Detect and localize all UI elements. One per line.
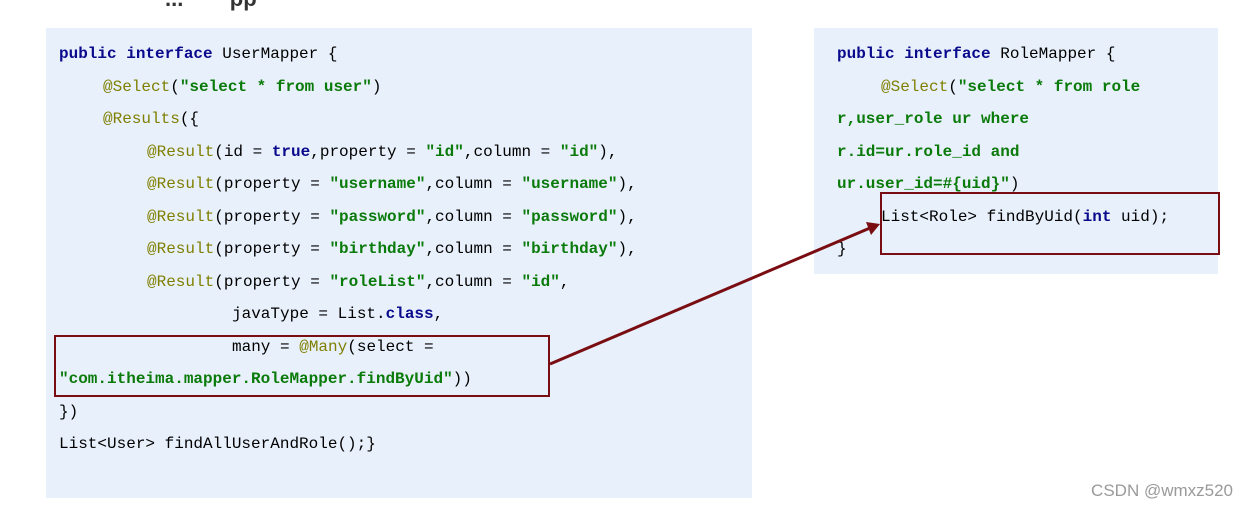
code-keyword: true <box>271 143 311 161</box>
code-annotation: @Many <box>299 338 348 356</box>
connector-arrow-line <box>549 226 871 366</box>
code-text: ,column = <box>425 208 522 226</box>
code-line-3: @Results({ <box>103 109 199 129</box>
code-text: ,column = <box>425 175 522 193</box>
code-text: ), <box>617 175 637 193</box>
code-line-5: @Result(property = "username",column = "… <box>147 174 637 194</box>
code-text: ( <box>948 78 958 96</box>
code-text: javaType = List. <box>232 305 386 323</box>
connector-arrow-head <box>866 222 880 235</box>
csdn-watermark: CSDN @wmxz520 <box>1091 481 1233 500</box>
code-text: ( <box>170 78 180 96</box>
code-string: "birthday" <box>329 240 426 258</box>
code-line-11: "com.itheima.mapper.RoleMapper.findByUid… <box>59 369 472 389</box>
code-line-12: }) <box>59 403 79 421</box>
code-line-4: @Result(id = true,property = "id",column… <box>147 142 617 162</box>
code-annotation: @Select <box>881 78 949 96</box>
code-string: "birthday" <box>521 240 618 258</box>
code-text: UserMapper { <box>212 45 338 63</box>
code-line-10: many = @Many(select = <box>232 337 434 357</box>
code-line-6: @Result(property = "password",column = "… <box>147 207 637 227</box>
code-text: , <box>433 305 444 323</box>
code-keyword: public interface <box>837 45 991 63</box>
code-text: ), <box>617 208 637 226</box>
code-string: "password" <box>521 208 618 226</box>
code-line-2: @Select("select * from user") <box>103 77 381 97</box>
code-string: "roleList" <box>329 273 426 291</box>
code-line-8: @Result(property = "roleList",column = "… <box>147 272 569 292</box>
code-text: RoleMapper { <box>990 45 1116 63</box>
code-text: (property = <box>214 240 330 258</box>
user-mapper-code-panel <box>46 28 752 498</box>
code-keyword: int <box>1082 208 1112 226</box>
code-text: List<Role> findByUid( <box>881 208 1083 226</box>
code-string: "username" <box>329 175 426 193</box>
code-string: "id" <box>559 143 599 161</box>
code-text: , <box>559 273 570 291</box>
code-text: ({ <box>179 110 200 128</box>
slide-title-fragment: ... · · · pp <box>165 0 257 12</box>
code-annotation: @Result <box>147 208 215 226</box>
role-code-line-6: List<Role> findByUid(int uid); <box>881 207 1169 227</box>
code-text: ,property = <box>310 143 426 161</box>
code-line-13: List<User> findAllUserAndRole();} <box>59 435 376 453</box>
code-string: "id" <box>425 143 464 161</box>
code-string: "password" <box>329 208 426 226</box>
code-string: "username" <box>521 175 618 193</box>
code-text: ) <box>371 78 382 96</box>
code-keyword: public interface <box>59 45 213 63</box>
code-text: ,column = <box>425 240 522 258</box>
code-string: "id" <box>521 273 560 291</box>
code-text: (property = <box>214 273 330 291</box>
code-text: ), <box>598 143 618 161</box>
role-code-line-4: r.id=ur.role_id and <box>837 143 1020 161</box>
code-string: "select * from user" <box>179 78 372 96</box>
code-annotation: @Result <box>147 175 215 193</box>
code-text: ), <box>617 240 637 258</box>
role-code-line-7: } <box>837 240 847 258</box>
role-code-line-2: @Select("select * from role <box>881 77 1140 97</box>
code-text: (id = <box>214 143 272 161</box>
code-text: uid); <box>1111 208 1170 226</box>
code-text: ,column = <box>425 273 522 291</box>
code-text: (property = <box>214 208 330 226</box>
code-line-7: @Result(property = "birthday",column = "… <box>147 239 637 259</box>
code-annotation: @Result <box>147 273 215 291</box>
many-select-highlight-box <box>54 335 550 397</box>
code-string: ur.user_id=#{uid}" <box>837 175 1010 193</box>
code-annotation: @Select <box>103 78 171 96</box>
code-line-9: javaType = List.class, <box>232 304 443 324</box>
findbyuid-highlight-box <box>880 192 1220 255</box>
code-keyword: class <box>385 305 434 323</box>
code-line-1: public interface UserMapper { <box>59 44 337 64</box>
role-code-line-3: r,user_role ur where <box>837 110 1030 128</box>
code-text: (select = <box>347 338 434 356</box>
code-annotation: @Result <box>147 143 215 161</box>
code-text: (property = <box>214 175 330 193</box>
code-text: ) <box>1009 175 1020 193</box>
code-string: "select * from role <box>957 78 1141 96</box>
code-text: )) <box>452 370 472 388</box>
code-text: many = <box>232 338 300 356</box>
code-text: ,column = <box>463 143 560 161</box>
code-annotation: @Results <box>103 110 180 128</box>
role-code-line-5: ur.user_id=#{uid}") <box>837 174 1019 194</box>
role-code-line-1: public interface RoleMapper { <box>837 44 1115 64</box>
code-string: "com.itheima.mapper.RoleMapper.findByUid… <box>59 370 453 388</box>
code-annotation: @Result <box>147 240 215 258</box>
